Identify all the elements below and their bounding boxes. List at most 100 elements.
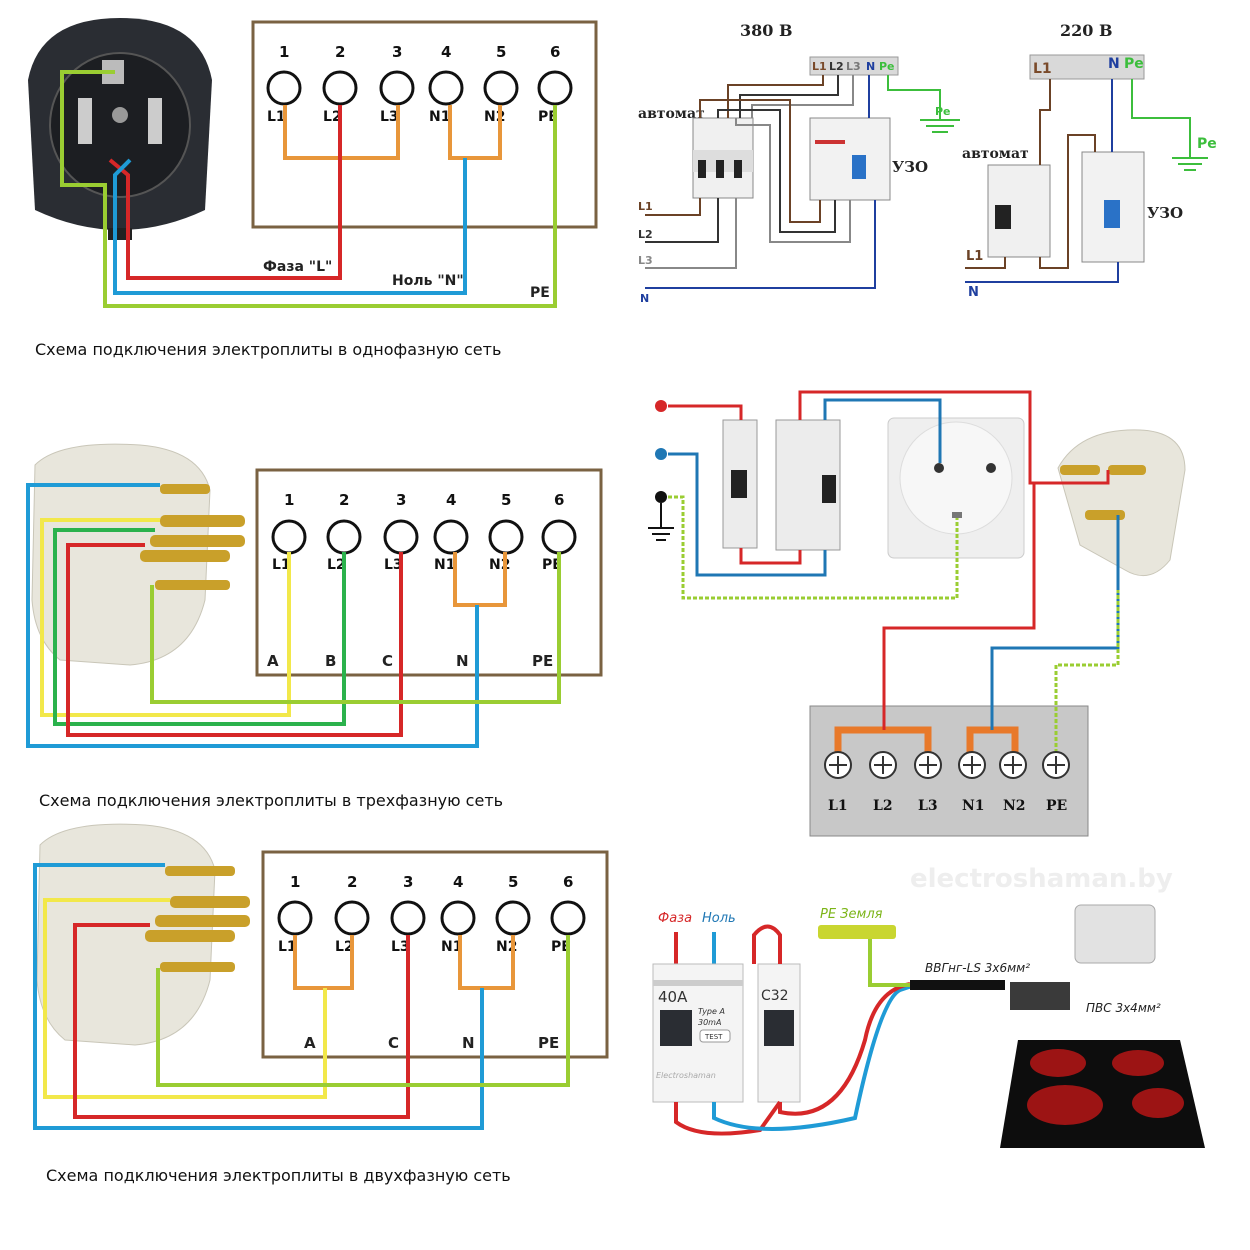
svg-text:N: N [1108,56,1120,72]
terminal-label: PE [542,557,562,573]
svg-text:C: C [382,652,393,670]
terminal-number: 6 [550,43,560,61]
svg-text:Type A: Type A [698,1007,725,1016]
terminal-ring [488,519,524,555]
diagram-220v: 220 В L1 N Pe Pe автомат УЗО L1 N [962,21,1217,300]
junction-box [1074,904,1156,964]
terminal-label: N1 [441,939,462,955]
induction-cooktop [1000,1040,1205,1148]
svg-text:Electroshaman: Electroshaman [656,1071,716,1080]
svg-text:N: N [968,285,979,300]
terminal-ring [550,900,586,936]
svg-text:PE: PE [532,652,553,670]
rcd [775,419,841,551]
rcd-220 [1081,151,1145,263]
caption-single-phase: Схема подключения электроплиты в однофаз… [35,340,502,359]
terminal-connector [1010,982,1070,1010]
svg-text:N: N [456,652,469,670]
terminal-label: L1 [267,109,286,125]
terminal-ring [277,900,313,936]
bus-220 [1029,54,1145,80]
terminal-number: 3 [392,43,402,61]
svg-text:Pe: Pe [1197,136,1217,152]
terminal-label: N1 [962,798,985,814]
svg-text:L2: L2 [829,60,844,73]
ground-symbol-380 [920,119,960,133]
svg-text:B: B [325,652,336,670]
svg-text:L2: L2 [638,228,653,241]
terminal-number: 3 [396,491,406,509]
terminal-label: PE [551,939,571,955]
svg-text:L3: L3 [846,60,861,73]
svg-text:Pe: Pe [935,105,951,118]
rcd-label-380: УЗО [892,158,928,176]
terminal-label: L2 [323,109,342,125]
svg-text:30mA: 30mA [698,1018,721,1027]
terminal-label: L1 [278,939,297,955]
terminal-block-frame [261,850,609,1059]
ground-symbol-220 [1172,157,1208,171]
terminal-label: L3 [918,798,938,814]
cooktop-diagram: electroshaman.by Фаза Ноль PE Земля 40A … [652,864,1205,1148]
breaker-label-380: автомат [638,106,705,122]
terminal-ring [383,519,419,555]
caption-three-phase: Схема подключения электроплиты в трехфаз… [39,791,504,810]
breaker-1pole-220 [987,164,1051,258]
rcd-label-220: УЗО [1147,204,1183,222]
terminal-ring [326,519,362,555]
caption-two-phase: Схема подключения электроплиты в двухфаз… [46,1166,511,1185]
diagram-380v: 380 В L1 L2 L3 N Pe Pe автомат УЗО [638,21,960,305]
rcd-380 [809,117,891,201]
svg-text:N: N [462,1034,475,1052]
terminal-ring [537,70,573,106]
cable-vvg [910,980,1005,990]
terminal-block-frame [251,20,598,229]
terminal-number: 5 [508,873,518,891]
pe-label: PE [530,285,550,301]
terminal-label: PE [538,109,558,125]
svg-text:40A: 40A [658,988,688,1006]
title-380v: 380 В [740,21,793,40]
terminal-number: 6 [563,873,573,891]
terminal-block-frame [255,468,603,677]
terminal-ring [428,70,464,106]
pe-label: PE Земля [820,907,883,922]
terminal-ring [322,70,358,106]
terminal-number: 5 [496,43,506,61]
terminal-ring [495,900,531,936]
svg-text:ПВС 3х4мм²: ПВС 3х4мм² [1086,1001,1161,1015]
stove-plug [1057,429,1186,577]
svg-text:PE: PE [538,1034,559,1052]
terminal-label: L1 [272,557,291,573]
three-pin-socket [28,18,212,240]
svg-text:C32: C32 [761,988,789,1004]
terminal-number: 4 [441,43,451,61]
svg-text:C: C [388,1034,399,1052]
terminal-label: N1 [429,109,450,125]
terminal-ring [390,900,426,936]
svg-text:ВВГнг-LS 3х6мм²: ВВГнг-LS 3х6мм² [925,961,1030,975]
rcd-40a [652,963,744,1103]
terminal-ring [483,70,519,106]
terminal-ring [440,900,476,936]
terminal-label: L3 [391,939,410,955]
terminal-ring [541,519,577,555]
five-pin-plug [36,823,250,1046]
terminal-number: 2 [335,43,345,61]
svg-text:TEST: TEST [704,1033,723,1041]
phase-label: Фаза "L" [263,259,332,275]
breaker-label-220: автомат [962,146,1029,162]
breaker-1pole [722,419,758,549]
terminal-label: PE [1046,798,1067,814]
breaker-c32 [757,963,801,1103]
title-220v: 220 В [1060,21,1113,40]
terminal-label: L1 [828,798,848,814]
terminal-ring [266,70,302,106]
terminal-number: 4 [453,873,463,891]
terminal-label: N2 [489,557,510,573]
